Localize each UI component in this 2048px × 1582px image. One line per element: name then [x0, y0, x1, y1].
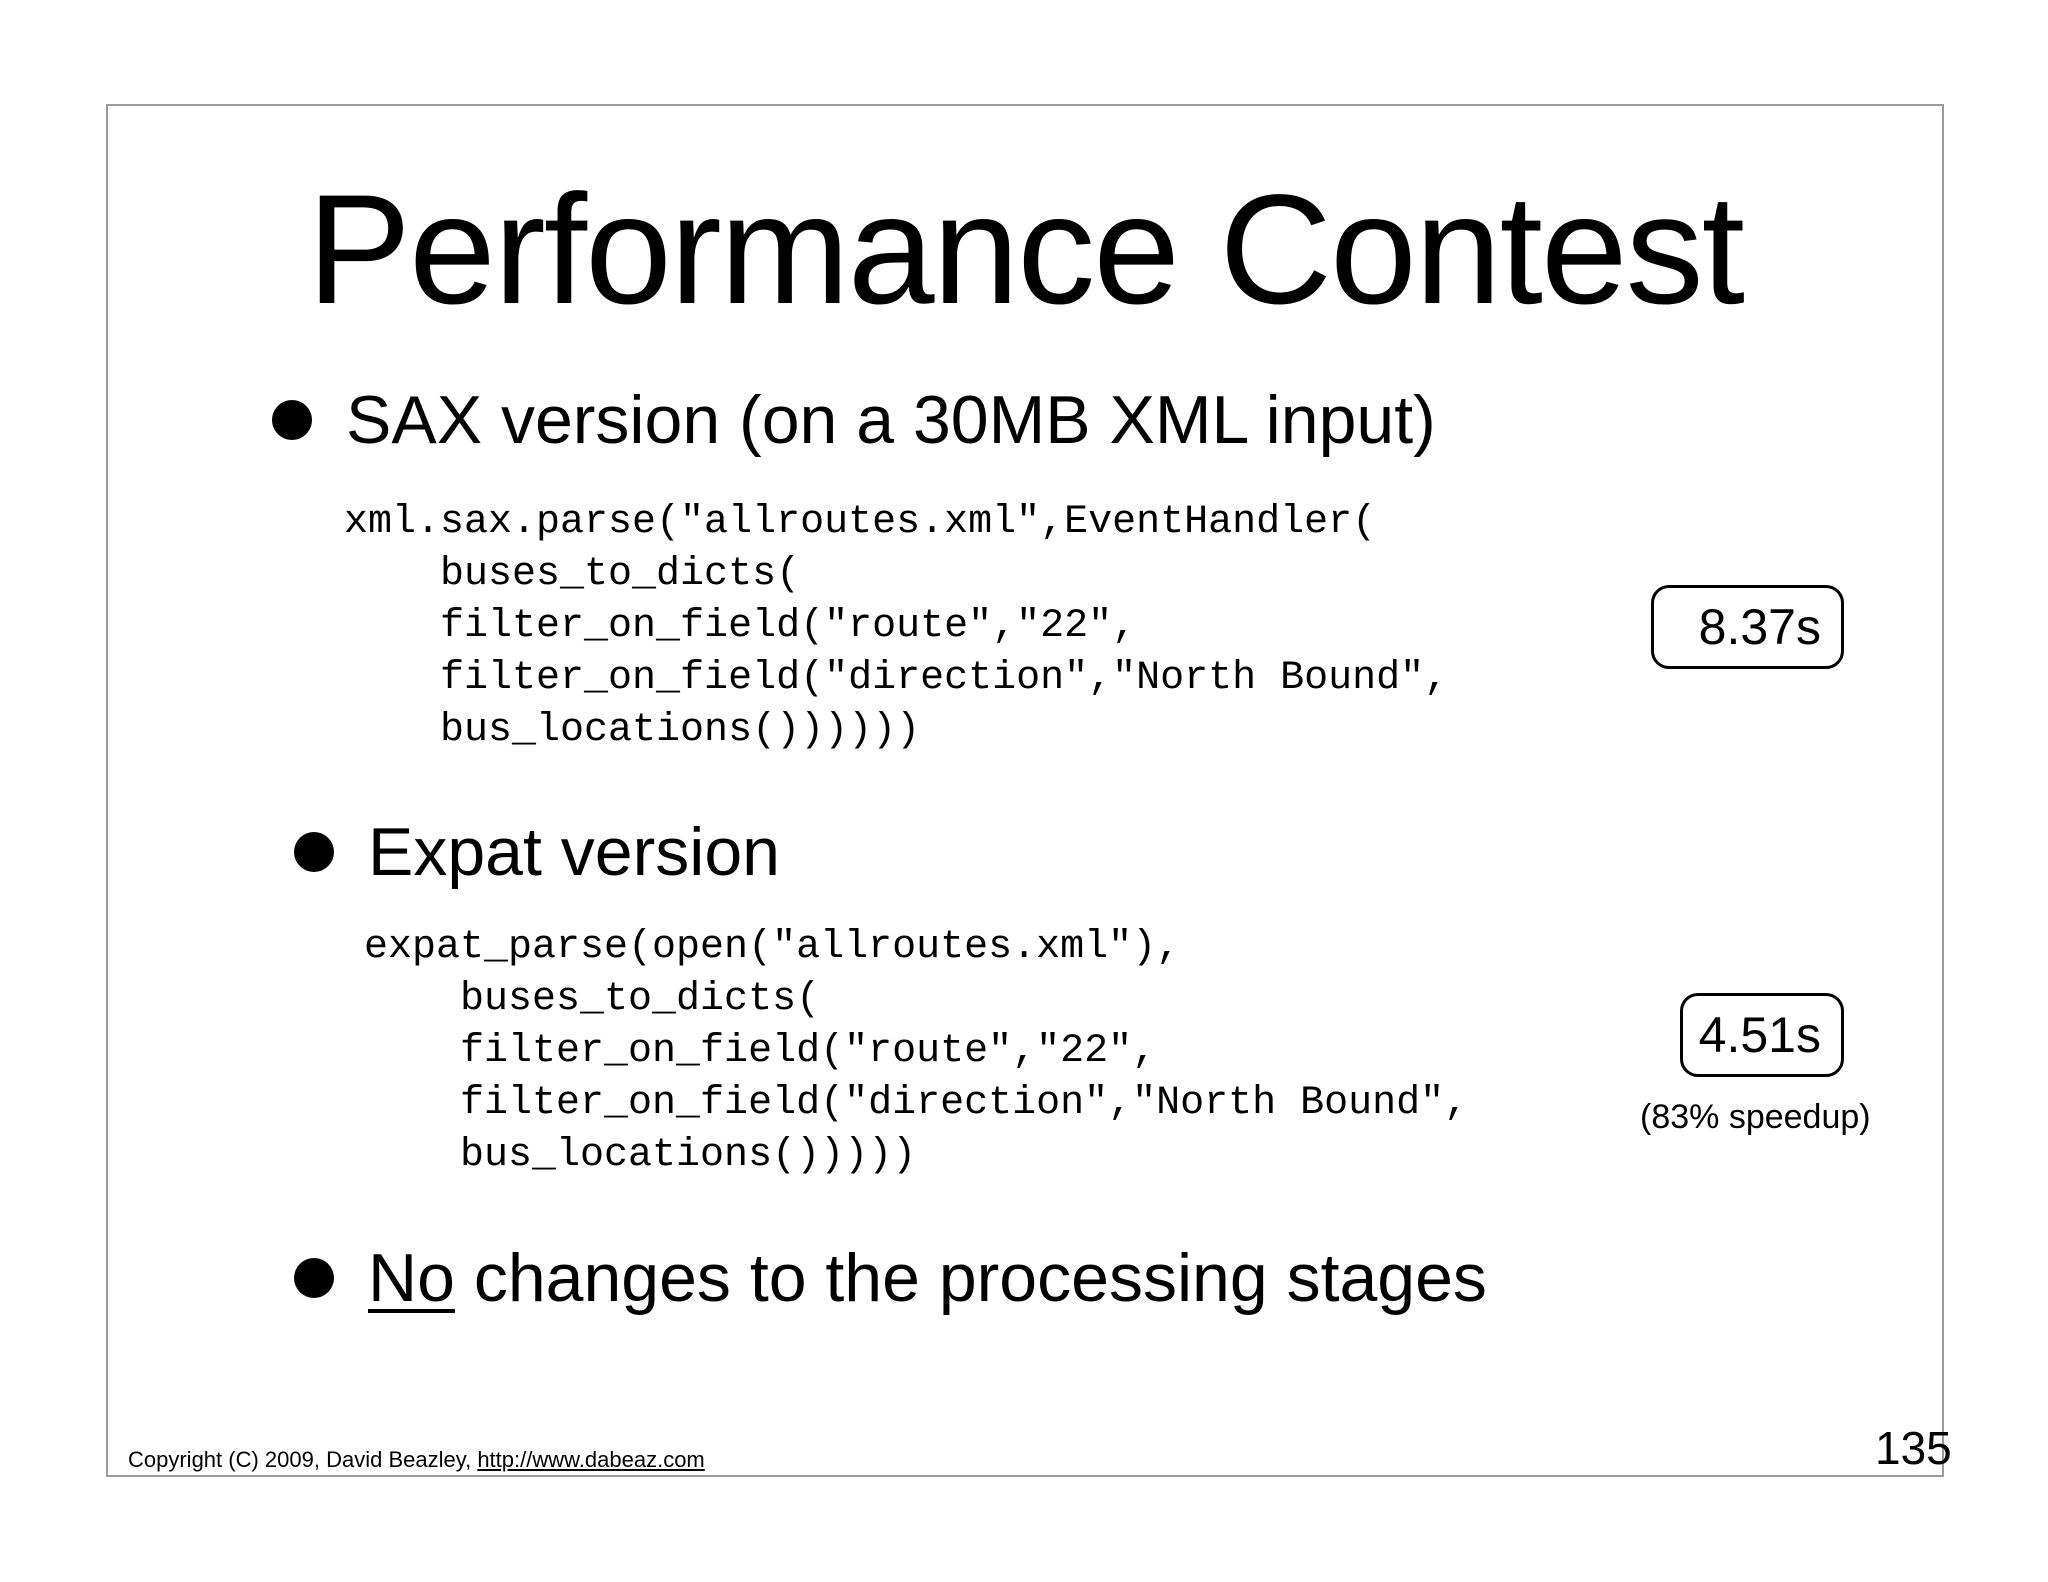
bullet-text: changes to the processing stages [454, 1240, 1487, 1316]
speedup-note: (83% speedup) [1640, 1098, 1871, 1136]
bullet-sax-version: SAX version (on a 30MB XML input) [272, 378, 1436, 462]
expat-code-block: expat_parse(open("allroutes.xml"), buses… [364, 925, 1469, 1178]
expat-timing-badge: 4.51s [1680, 993, 1844, 1077]
bullet-dot [294, 832, 334, 872]
sax-code-block: xml.sax.parse("allroutes.xml",EventHandl… [344, 500, 1449, 753]
bullet-emphasis: No [368, 1240, 455, 1316]
bullet-text: SAX version (on a 30MB XML input) [346, 382, 1436, 458]
slide-frame [106, 104, 1944, 1477]
footer-link[interactable]: http://www.dabeaz.com [477, 1447, 705, 1472]
footer-copyright: Copyright (C) 2009, David Beazley, [128, 1447, 478, 1472]
bullet-dot [272, 400, 312, 440]
slide-title: Performance Contest [306, 163, 1745, 337]
bullet-dot [294, 1258, 334, 1298]
page-number: 135 [1875, 1422, 1952, 1474]
bullet-text: Expat version [368, 814, 780, 890]
bullet-expat-version: Expat version [294, 810, 780, 894]
sax-timing-badge: 8.37s [1651, 585, 1844, 669]
bullet-no-changes: No changes to the processing stages [294, 1236, 1487, 1320]
footer: Copyright (C) 2009, David Beazley, http:… [128, 1446, 705, 1474]
